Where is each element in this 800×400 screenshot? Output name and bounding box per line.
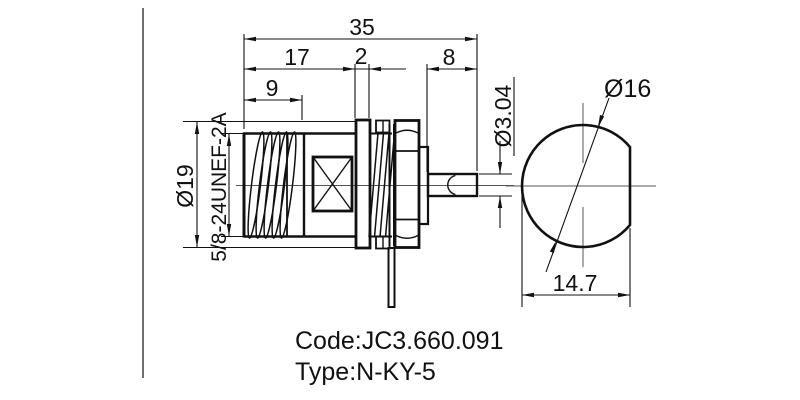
dimension-lines xyxy=(183,34,631,307)
dim-overall-length: 35 xyxy=(349,14,375,40)
solder-lug xyxy=(387,247,396,308)
dimension-labels: 35 17 2 8 9 Ø19 5/8-24UNEF-2A Ø3.04 Ø16 … xyxy=(172,14,651,296)
diameter-leader-line xyxy=(545,97,610,273)
dim-rear-pin-length: 8 xyxy=(443,44,456,70)
dim-pin-diameter: Ø3.04 xyxy=(490,84,516,147)
dim-flange-diameter: Ø19 xyxy=(172,164,198,207)
end-view xyxy=(520,97,632,273)
part-code-label: Code:JC3.660.091 xyxy=(295,327,503,355)
knurl-box xyxy=(311,155,354,213)
part-notes: Code:JC3.660.091 Type:N-KY-5 xyxy=(295,327,503,386)
dim-flat-width: 14.7 xyxy=(553,270,598,296)
hex-nut xyxy=(393,119,421,249)
dim-thread-length: 9 xyxy=(266,75,279,101)
bulkhead-section-outline xyxy=(520,123,632,249)
mounting-flange xyxy=(354,118,372,250)
contact-pin xyxy=(426,172,479,198)
dim-flange-thickness: 2 xyxy=(355,43,368,69)
centerlines xyxy=(236,103,656,267)
thread-spec-label: 5/8-24UNEF-2A xyxy=(208,112,231,261)
part-type-label: Type:N-KY-5 xyxy=(295,358,436,386)
dim-front-section-length: 17 xyxy=(284,44,310,70)
front-view xyxy=(242,118,479,308)
dim-bulkhead-diameter: Ø16 xyxy=(604,75,651,103)
coupling-thread-coils xyxy=(247,131,297,239)
